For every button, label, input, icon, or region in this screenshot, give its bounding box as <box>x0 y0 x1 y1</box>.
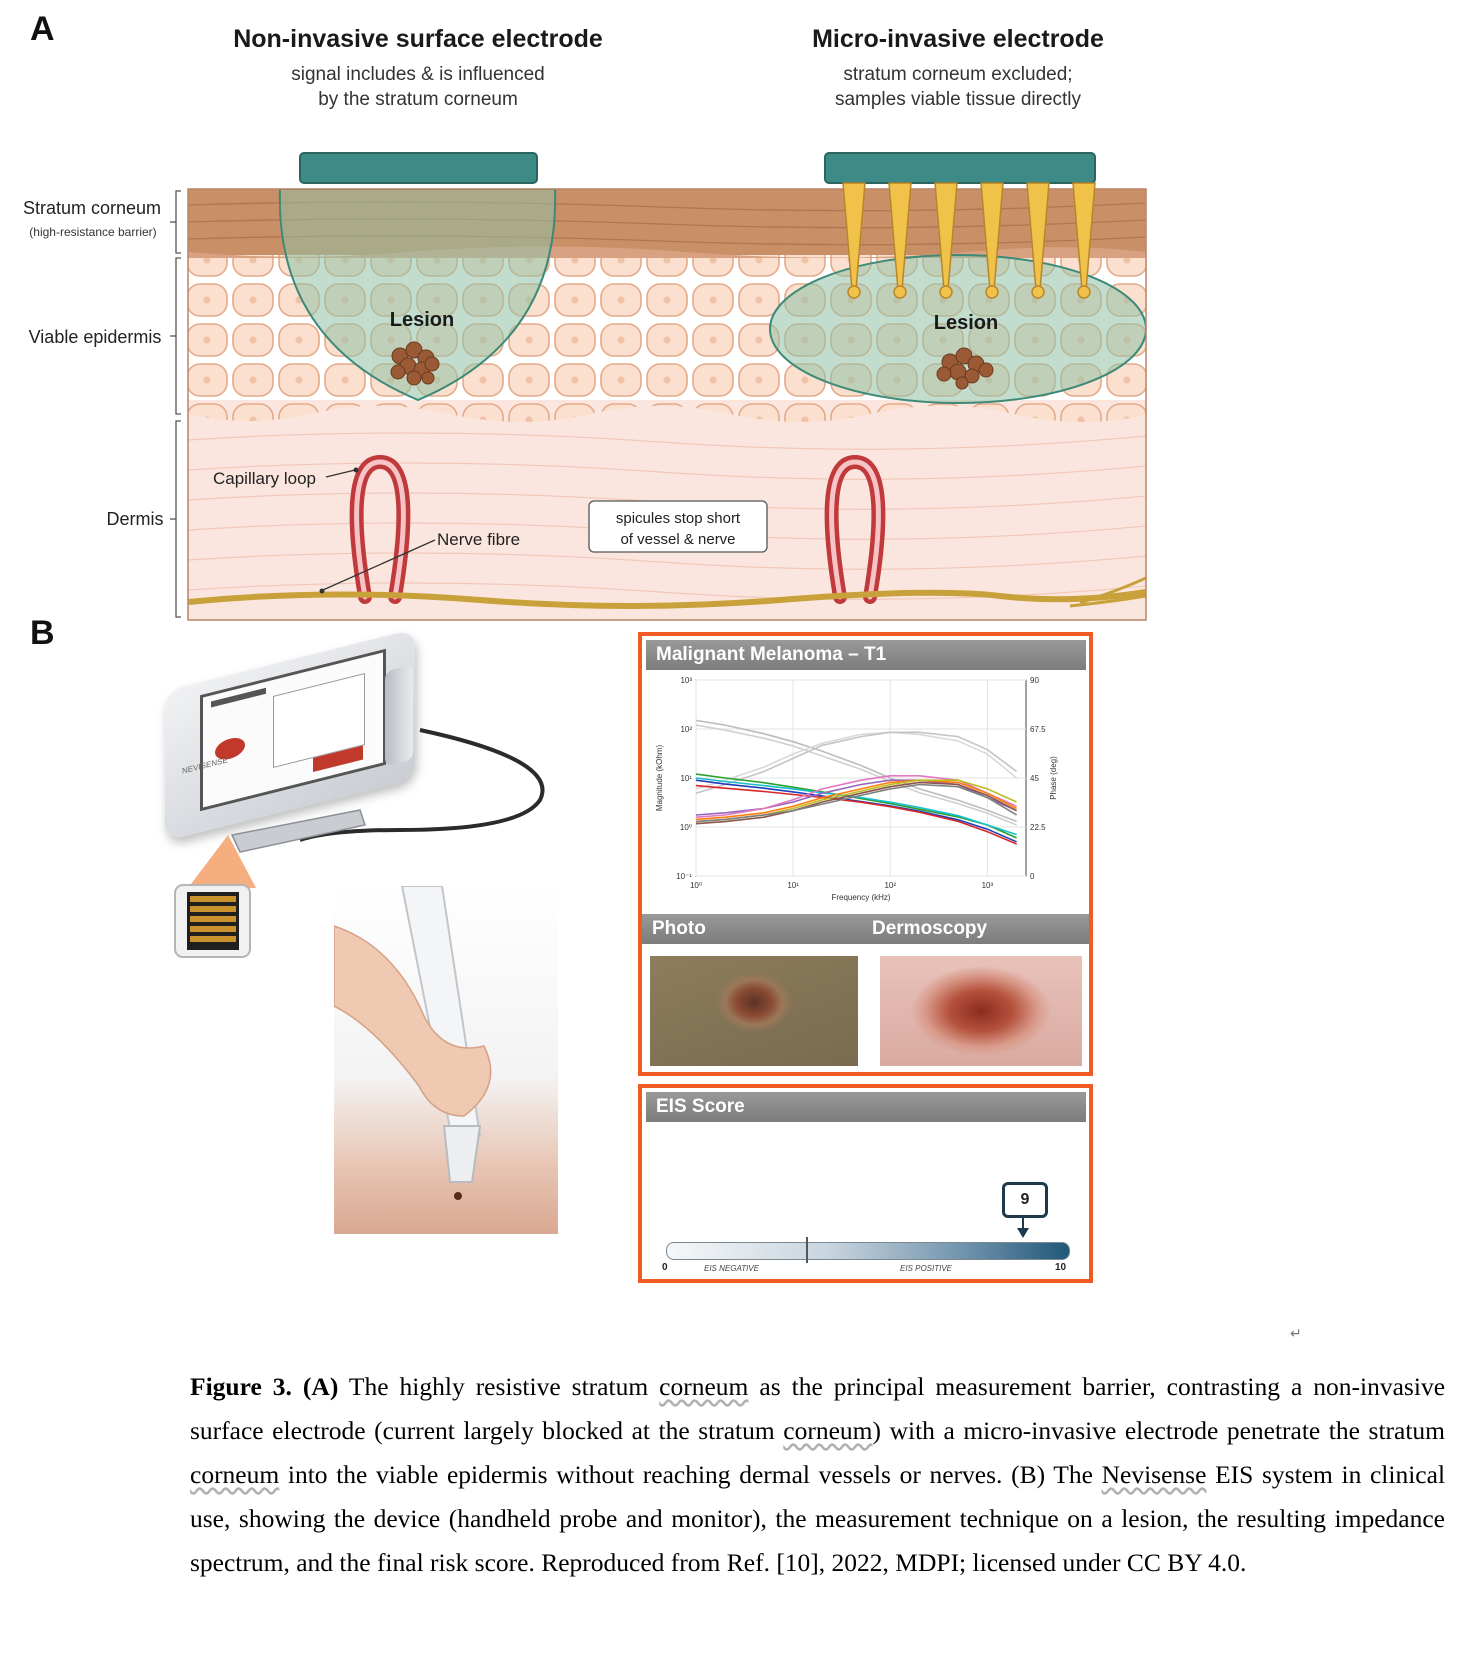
panel-a-diagram: A Non-invasive surface electrode signal … <box>23 10 1147 621</box>
chart-y-axis-label: Magnitude (kOhm) <box>655 745 664 812</box>
caption-text-a1: The highly resistive stratum <box>348 1372 660 1401</box>
chart-y2-axis-label: Phase (deg) <box>1049 756 1058 800</box>
stratum-corneum-note: (high-resistance barrier) <box>29 225 156 239</box>
chart-series-line-0 <box>695 719 1017 823</box>
chart-y2-tick-label: 90 <box>1030 676 1039 685</box>
caption-part-a-label: (A) <box>302 1372 339 1401</box>
caption-figure-label: Figure 3. <box>190 1372 292 1401</box>
caption-word-corneum-2: corneum <box>783 1416 873 1445</box>
chart-title-bar: Malignant Melanoma – T1 <box>646 640 1086 670</box>
chart-series-line-7 <box>695 777 1017 836</box>
lesion-label-right: Lesion <box>934 312 998 334</box>
chart-y-tick-label: 10² <box>680 725 692 734</box>
chart-y2-tick-label: 45 <box>1030 774 1039 783</box>
photo-label: Photo <box>652 918 706 939</box>
chart-x-axis-label: Frequency (kHz) <box>831 893 890 902</box>
eis-score-title: EIS Score <box>656 1096 745 1117</box>
eis-negative-label: EIS NEGATIVE <box>704 1264 759 1273</box>
dermis-label: Dermis <box>107 509 164 529</box>
chart-y2-tick-label: 67.5 <box>1030 725 1046 734</box>
chart-series-line-13 <box>695 783 1018 823</box>
right-lesion-cluster <box>936 347 994 390</box>
chart-y-tick-label: 10¹ <box>680 774 692 783</box>
caption-text-b1: The <box>1045 1460 1102 1489</box>
caption-word-nevisense: Nevisense <box>1101 1460 1207 1489</box>
viable-epidermis-label: Viable epidermis <box>29 327 162 347</box>
caption-word-corneum-1: corneum <box>659 1372 749 1401</box>
capillary-loop-right <box>824 454 886 604</box>
left-lesion-cluster <box>390 341 440 386</box>
right-current-field <box>769 254 1146 404</box>
eis-score-arrow <box>1017 1215 1029 1238</box>
spicule-array <box>842 182 1096 299</box>
clinical-photo <box>650 956 858 1066</box>
chart-series-line-3 <box>695 731 1018 794</box>
surface-electrode <box>299 152 538 184</box>
chart-x-tick-label: 10² <box>884 881 896 890</box>
eis-threshold-marker <box>806 1237 808 1263</box>
layer-brackets <box>170 190 181 618</box>
micro-invasive-electrode <box>824 152 1096 184</box>
chart-y-tick-label: 10⁻¹ <box>676 872 692 881</box>
right-electrode-subtitle-2: samples viable tissue directly <box>835 89 1082 110</box>
chart-y-tick-label: 10⁰ <box>680 823 692 832</box>
chart-series-line-1 <box>695 724 1017 826</box>
right-electrode-subtitle-1: stratum corneum excluded; <box>843 64 1072 85</box>
chart-series-line-6 <box>695 784 1017 845</box>
caption-part-b-label: (B) <box>1011 1460 1046 1489</box>
caption-word-corneum-3: corneum <box>190 1460 280 1489</box>
figure-caption: Figure 3. (A) The highly resistive strat… <box>190 1365 1445 1585</box>
eis-score-header: EIS Score <box>646 1092 1086 1122</box>
chart-x-tick-label: 10¹ <box>787 881 799 890</box>
nerve-fibre-line <box>188 589 1146 609</box>
eis-score-value: 9 <box>1002 1182 1048 1218</box>
right-electrode-title: Micro-invasive electrode <box>812 25 1104 53</box>
lesion-label-left: Lesion <box>390 309 454 331</box>
panel-b-letter: B <box>30 614 55 652</box>
chart-title: Malignant Melanoma – T1 <box>656 644 887 665</box>
eis-max-label: 10 <box>1055 1262 1067 1273</box>
chart-series-line-9 <box>695 775 1017 818</box>
eis-min-label: 0 <box>662 1262 668 1273</box>
chart-x-tick-label: 10⁰ <box>690 881 702 890</box>
left-electrode-title: Non-invasive surface electrode <box>233 25 603 53</box>
chart-series-line-10 <box>695 779 1017 821</box>
left-electrode-subtitle-1: signal includes & is influenced <box>291 64 545 85</box>
caption-text-b2: EIS system in clinical use, showing the … <box>190 1460 1446 1577</box>
dermoscopy-label: Dermoscopy <box>872 918 988 939</box>
probe-technique-photo <box>334 886 558 1234</box>
spicule-note-line-2: of vessel & nerve <box>620 531 735 548</box>
paragraph-mark: ↵ <box>1290 1326 1302 1342</box>
chart-y2-tick-label: 22.5 <box>1030 823 1046 832</box>
probe-cable-illustration <box>174 728 545 958</box>
chart-series-line-4 <box>695 773 1017 839</box>
caption-text-a3: ) with a micro-invasive electrode penetr… <box>872 1416 1446 1445</box>
photo-dermoscopy-header: Photo Dermoscopy <box>642 914 1089 944</box>
spicule-note-line-1: spicules stop short <box>616 510 741 527</box>
nerve-fibre-label: Nerve fibre <box>437 530 520 549</box>
left-current-field <box>278 189 557 402</box>
spicule-note-box <box>588 500 768 553</box>
caption-text-a4: into the viable epidermis without reachi… <box>279 1460 1003 1489</box>
chart-y-tick-label: 10³ <box>680 676 692 685</box>
chart-series-line-2 <box>695 731 1018 790</box>
panel-a-letter: A <box>30 10 55 48</box>
eis-score-bar <box>666 1242 1070 1260</box>
caption-text-a2: as the principal measurement barrier, co… <box>190 1372 1446 1445</box>
capillary-loop-left <box>349 454 411 604</box>
eis-positive-label: EIS POSITIVE <box>900 1264 953 1273</box>
chart-x-tick-label: 10³ <box>982 881 994 890</box>
chart-y2-tick-label: 0 <box>1030 872 1035 881</box>
dermoscopy-photo <box>880 956 1082 1066</box>
left-electrode-subtitle-2: by the stratum corneum <box>318 89 518 110</box>
stratum-corneum-label: Stratum corneum <box>23 198 161 218</box>
capillary-loop-label: Capillary loop <box>213 469 316 488</box>
chart-series-line-12 <box>695 781 1017 825</box>
